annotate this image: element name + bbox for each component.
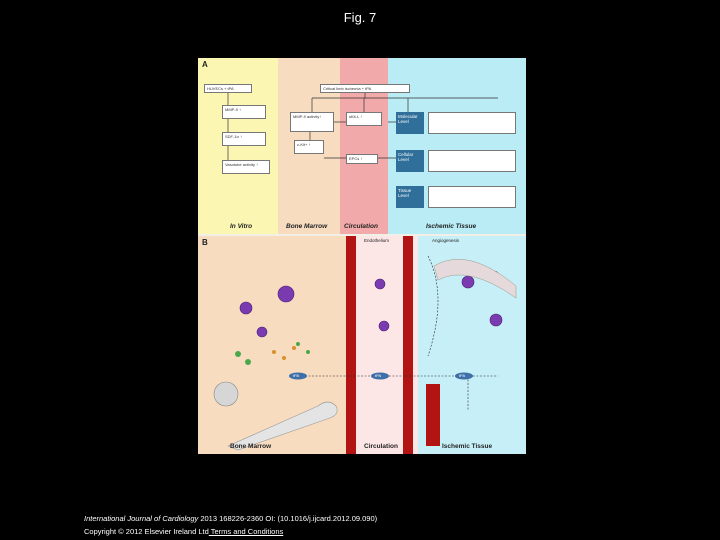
molecular-detail: [428, 112, 516, 134]
col-circulation: Circulation: [344, 223, 378, 230]
col-b-ischemic-tissue: Ischemic Tissue: [442, 443, 493, 450]
col-b-circulation: Circulation: [364, 443, 398, 450]
panel-a-arrows: [227, 93, 498, 160]
level-cellular: Cellular Level: [396, 150, 424, 172]
panel-b-label: B: [202, 238, 208, 247]
panel-a-label: A: [202, 60, 208, 69]
col-bone-marrow: Bone Marrow: [286, 223, 328, 230]
col-ischemic-tissue: Ischemic Tissue: [426, 223, 477, 230]
copyright-line: Copyright © 2012 Elsevier Ireland Ltd Te…: [84, 527, 283, 536]
box-epcs: EPCs ↑: [346, 154, 378, 164]
citation-line: International Journal of Cardiology 2013…: [84, 514, 377, 523]
level-tissue: Tissue Level: [396, 186, 424, 208]
journal-name: International Journal of Cardiology: [84, 514, 199, 523]
col-in-vitro: In Vitro: [230, 223, 253, 230]
label-endothelium: Endothelium: [364, 238, 390, 243]
label-angiogenesis: Angiogenesis: [432, 238, 460, 243]
tissue-detail: [428, 186, 516, 208]
node-tpa-tissue: tPA: [459, 373, 466, 378]
copyright-text: Copyright © 2012 Elsevier Ireland Ltd: [84, 527, 209, 536]
box-huvecs: HUVECs + tPA: [204, 84, 252, 93]
node-tpa-marrow: tPA: [293, 373, 300, 378]
box-sdf1: SDF-1α ↑: [222, 132, 266, 146]
figure-image: A HUVECs + tPA Critical limb ischemia + …: [198, 58, 526, 454]
panel-b: B: [198, 236, 526, 454]
panel-b-illustration: [213, 236, 517, 454]
level-molecular: Molecular Level: [396, 112, 424, 134]
citation-text: 2013 168226-2360 OI: (10.1016/j.ijcard.2…: [198, 514, 378, 523]
box-skitl: sKit-L ↑: [346, 112, 382, 126]
figure-title: Fig. 7: [343, 10, 377, 25]
terms-link[interactable]: Terms and Conditions: [208, 527, 284, 536]
panel-a: A HUVECs + tPA Critical limb ischemia + …: [198, 58, 526, 234]
box-mmp9-activity: MMP-9 activity↑: [290, 112, 334, 132]
col-b-bone-marrow: Bone Marrow: [230, 443, 272, 450]
box-vasotube: Vasotube activity ↑: [222, 160, 270, 174]
box-critical-limb: Critical limb ischemia + tPA: [320, 84, 410, 93]
cellular-detail: [428, 150, 516, 172]
box-ckit: c-Kit+ ↑: [294, 140, 324, 154]
box-mmp9: MMP-9 ↑: [222, 105, 266, 119]
node-tpa-circulation: tPA: [375, 373, 382, 378]
